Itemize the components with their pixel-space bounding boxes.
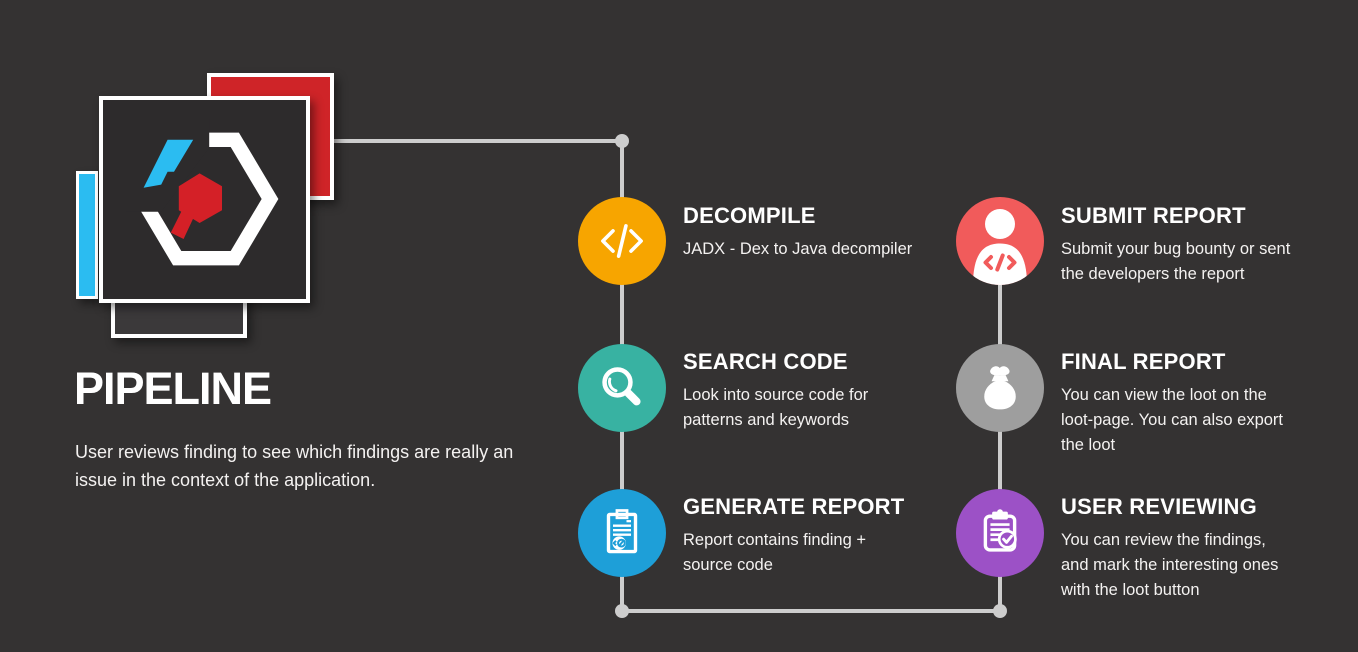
submit-report-step-circle: [956, 197, 1044, 285]
search-code-description: Look into source code for patterns and k…: [683, 386, 869, 429]
generate-report-title: GENERATE REPORT: [683, 494, 905, 519]
final-report-step-circle: [956, 344, 1044, 432]
report-clipboard-icon: [606, 509, 638, 554]
connector-node-bottom-left: [615, 604, 629, 618]
loot-bag-icon: [984, 366, 1016, 410]
decompile-step-circle: [578, 197, 666, 285]
generate-report-description: Report contains finding + source code: [683, 531, 866, 574]
user-reviewing-step-circle: [956, 489, 1044, 577]
connector-node-top: [615, 134, 629, 148]
page-title: PIPELINE: [74, 363, 272, 414]
search-code-title: SEARCH CODE: [683, 349, 848, 374]
submit-report-description: Submit your bug bounty or sent the devel…: [1061, 240, 1291, 283]
connector-node-bottom-right: [993, 604, 1007, 618]
clipboard-check-icon: [983, 509, 1017, 552]
submit-report-title: SUBMIT REPORT: [1061, 203, 1246, 228]
person-code-icon: [973, 209, 1027, 285]
connector-bottom: [622, 609, 1000, 613]
user-reviewing-title: USER REVIEWING: [1061, 494, 1257, 519]
connector-logo-to-left-column: [330, 139, 622, 143]
search-code-step-circle: [578, 344, 666, 432]
logo-main-square: [99, 96, 310, 303]
decompile-title: DECOMPILE: [683, 203, 816, 228]
decompile-description: JADX - Dex to Java decompiler: [683, 240, 913, 258]
user-reviewing-description: You can review the findings, and mark th…: [1061, 531, 1279, 599]
code-icon: [601, 224, 643, 258]
final-report-title: FINAL REPORT: [1061, 349, 1226, 374]
app-hexagon-logo: [126, 119, 279, 266]
logo-cyan-square: [76, 171, 98, 299]
final-report-description: You can view the loot on the loot-page. …: [1061, 386, 1284, 454]
magnifier-icon: [602, 367, 641, 406]
page-description: User reviews finding to see which findin…: [75, 442, 514, 490]
generate-report-step-circle: [578, 489, 666, 577]
